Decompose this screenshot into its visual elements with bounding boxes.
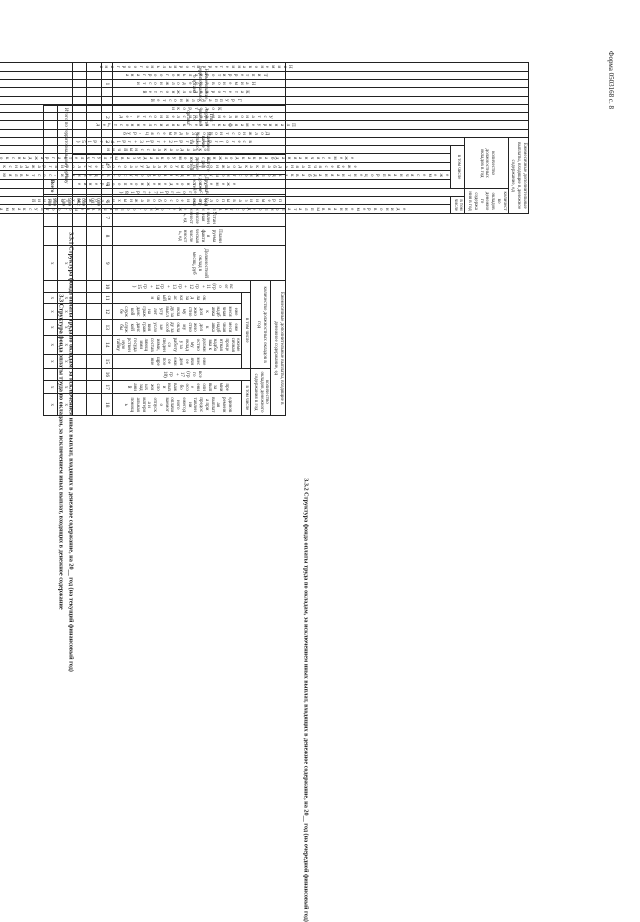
col-header-12: ежемесячная надбавка к должностному окла… — [112, 303, 242, 320]
group-header-top: Ежемесячные дополнительные выплаты, вход… — [271, 280, 286, 416]
col-header-7: Установленная численность, ед — [0, 112, 529, 121]
col-header-16: всего (гр 17 + гр 18) — [0, 188, 465, 197]
col-header-15: ежемесячное денежное поощрение — [112, 354, 242, 369]
col-header-9: Должностной оклад в месяц, руб — [0, 129, 529, 138]
col-header-17: премии за выполнение особо важных и слож… — [112, 380, 242, 394]
incl-header-a: в том числе — [450, 145, 465, 189]
table-2-wrapper: Наименование территориального органа Тип… — [0, 62, 529, 214]
col-header-16: всего (гр 17 + гр 18) — [112, 368, 251, 381]
group-header-b: количество окладов денежного содержания … — [465, 188, 509, 214]
col-header-10: всего (гр 11 + гр 12 + гр 13 + гр 14+ гр… — [0, 137, 465, 146]
table2-heading: 3.3.2 Структура фонда оплаты труда по ок… — [302, 478, 310, 922]
col-header-13: ежемесячная надбавка к должностному окла… — [0, 162, 451, 171]
col-header-5: Группа должностей — [0, 96, 529, 105]
col-header-6: Код строки — [0, 104, 529, 113]
col-header-9: Должностной оклад в месяц, руб — [112, 245, 286, 281]
col-header-18: единовременная выплата при предоставлени… — [0, 204, 451, 214]
col-header-4: Категория должностей — [0, 87, 529, 97]
col-header-14: ежемесячная процентная надбавка к должно… — [112, 335, 242, 355]
group-header-b: количество окладов денежного содержания … — [250, 368, 271, 416]
form-number-text: Форма 0503168 с. 8 — [607, 50, 615, 110]
form-number: Форма 0503168 с. 8 — [596, 20, 626, 140]
col-header-11: оклад за классный чин — [0, 145, 451, 154]
col-header-12: ежемесячная надбавка к должностному окла… — [0, 153, 451, 163]
col-header-15: ежемесячное денежное поощрение — [0, 179, 451, 189]
col-header-3: Наименование должности — [0, 79, 529, 88]
col-header-8: Планируемая фактическая численность, ед — [0, 120, 529, 130]
salary-structure-table: Наименование территориального органа Тип… — [0, 62, 529, 214]
group-header-a: количество должностных окладов в год — [465, 137, 509, 189]
incl-header-b: в том числе — [242, 380, 251, 416]
col-header-10: всего (гр 11 + гр 12 + гр 13 + гр 14+ гр… — [112, 280, 251, 293]
col-header-13: ежемесячная надбавка к должностному окла… — [112, 319, 242, 336]
col-header-1: Наименование территориального органа — [0, 62, 529, 72]
col-header-17: премии за выполнение особо важных и слож… — [0, 196, 451, 205]
group-header-a: количество должностных окладов в год — [250, 280, 271, 369]
incl-header-a: в том числе — [242, 292, 251, 369]
col-header-18: единовременная выплата при предоставлени… — [112, 393, 242, 416]
col-header-8: Планируемая фактическая численность, ед — [112, 226, 286, 246]
group-header-top: Ежемесячные дополнительные выплаты, вход… — [508, 137, 529, 214]
col-header-14: ежемесячная процентная надбавка к должно… — [0, 170, 451, 180]
col-header-11: оклад за классный чин — [112, 292, 242, 304]
incl-header-b: в том числе — [450, 196, 465, 214]
col-header-2: Тип территориального органа — [0, 71, 529, 80]
